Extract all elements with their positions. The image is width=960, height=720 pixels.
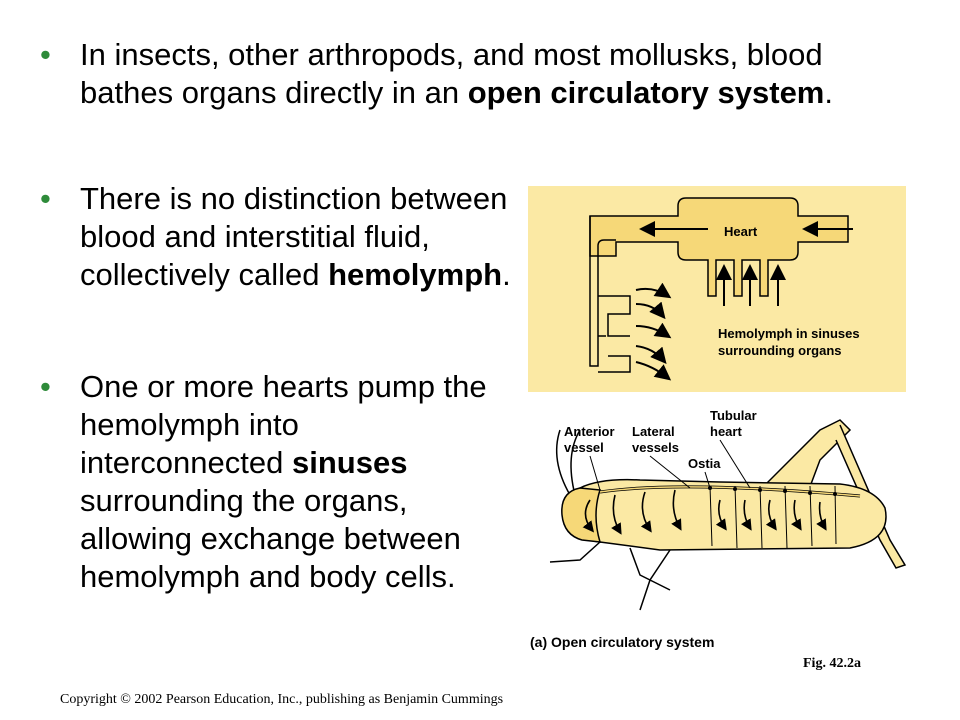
label-lateral-2: vessels <box>632 440 679 455</box>
open-circulation-schematic: Heart Hemolymph in sinuses surrounding o… <box>528 186 906 392</box>
bullet-marker: • <box>40 369 51 404</box>
sinus-branch <box>598 295 631 337</box>
antenna <box>570 429 581 496</box>
grasshopper-head <box>561 487 602 543</box>
figure-caption: (a) Open circulatory system <box>530 634 715 650</box>
copyright-notice: Copyright © 2002 Pearson Education, Inc.… <box>60 692 504 707</box>
flow-arrow <box>635 345 667 365</box>
tubular-heart-inner <box>599 486 861 497</box>
bullet-text: There is no distinction between blood an… <box>80 181 511 292</box>
left-vessel <box>589 216 616 367</box>
label-anterior-2: vessel <box>564 440 604 455</box>
label-tubular-1: Tubular <box>710 408 757 423</box>
sinus-branch <box>598 335 631 373</box>
sinus-label-line1: Hemolymph in sinuses <box>718 326 860 341</box>
bullet-marker: • <box>40 181 51 216</box>
grasshopper-diagram: Anterior vessel Lateral vessels Tubular … <box>549 408 907 611</box>
flow-arrow <box>635 361 672 381</box>
bullet-sinuses: • One or more hearts pump the hemolymph … <box>40 368 510 596</box>
flow-arrow <box>635 322 672 339</box>
bullet-hemolymph: • There is no distinction between blood … <box>40 180 520 294</box>
bullet-text: One or more hearts pump the hemolymph in… <box>80 369 487 594</box>
figure-reference: Fig. 42.2a <box>803 656 861 671</box>
bullet-open-circulatory: • In insects, other arthropods, and most… <box>40 36 920 112</box>
flow-arrow <box>635 301 666 320</box>
label-anterior-1: Anterior <box>564 424 615 439</box>
bullet-marker: • <box>40 37 51 72</box>
hemolymph-flow-arrows <box>582 489 827 535</box>
label-ostia: Ostia <box>688 456 721 471</box>
antenna <box>555 429 571 496</box>
leader-lines <box>589 439 751 491</box>
ostia-dots <box>708 486 837 496</box>
legs <box>549 541 671 611</box>
heart-label: Heart <box>724 224 758 239</box>
label-tubular-2: heart <box>710 424 742 439</box>
flow-arrow <box>635 282 672 299</box>
bullet-text: In insects, other arthropods, and most m… <box>80 37 833 110</box>
sinus-label-line2: surrounding organs <box>718 343 842 358</box>
label-lateral-1: Lateral <box>632 424 675 439</box>
